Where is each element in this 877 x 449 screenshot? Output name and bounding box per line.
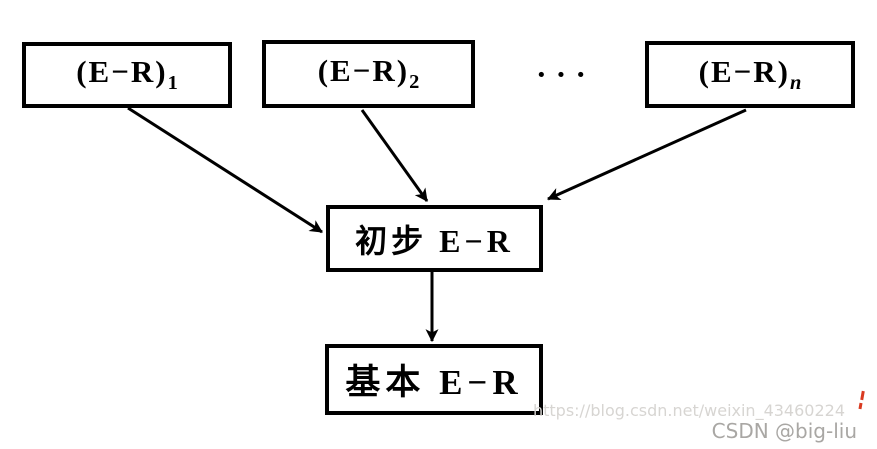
box-label: (E−R)n [699,54,802,95]
ellipsis: ··· [536,56,596,92]
box-subscript: 1 [167,72,178,95]
box-basic-er: 基本 E−R [325,344,543,415]
arrow-er2-to-preliminary [360,109,429,202]
box-label: 初步 E−R [355,222,514,259]
red-mark [858,402,863,410]
box-label: (E−R)2 [318,53,420,94]
watermark-url: https://blog.csdn.net/weixin_43460224 [532,400,845,420]
red-mark [860,390,865,401]
box-subscript: 2 [409,71,420,94]
box-label: 基本 E−R [345,363,523,402]
box-er2: (E−R)2 [262,40,475,108]
arrow-ern-to-preliminary [547,108,747,201]
box-preliminary-er: 初步 E−R [326,205,543,272]
box-label-text: (E−R) [76,54,168,90]
box-subscript: n [790,72,802,95]
watermark-author: CSDN @big-liu [711,419,857,443]
box-label-text: (E−R) [698,53,790,89]
watermark: https://blog.csdn.net/weixin_43460224 CS… [532,400,857,443]
box-ern: (E−R)n [645,41,855,108]
box-label: (E−R)1 [76,54,178,95]
box-label-text: (E−R) [317,53,410,89]
arrow-er1-to-preliminary [127,106,323,234]
box-er1: (E−R)1 [22,42,232,108]
